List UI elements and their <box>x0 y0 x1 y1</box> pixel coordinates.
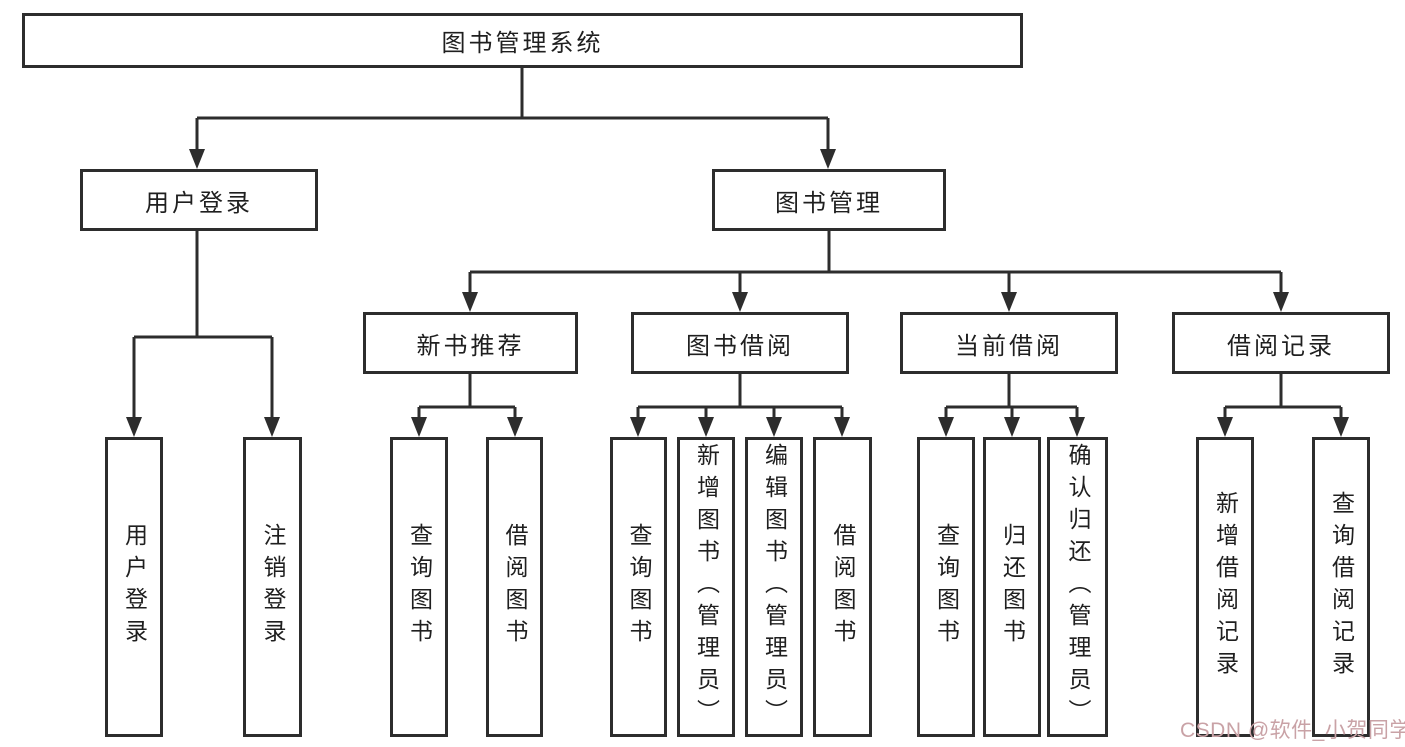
leaf-query-books-borrow: 查询图书 <box>610 437 667 737</box>
node-library-management-system: 图书管理系统 <box>22 13 1023 68</box>
leaf-logout: 注销登录 <box>243 437 302 737</box>
node-label: 用户登录 <box>121 523 148 651</box>
node-label: 图书管理 <box>775 189 883 217</box>
node-label: 查询图书 <box>626 523 652 651</box>
node-book-borrowing: 图书借阅 <box>631 312 849 374</box>
node-user-login: 用户登录 <box>80 169 318 231</box>
node-label: 查询借阅记录 <box>1328 491 1355 683</box>
leaf-borrow-books-recommend: 借阅图书 <box>486 437 543 737</box>
leaf-borrow-books: 借阅图书 <box>813 437 872 737</box>
node-label: 借阅记录 <box>1227 332 1335 360</box>
node-label: 归还图书 <box>999 523 1026 651</box>
node-label: 确认归还（管理员） <box>1065 443 1091 731</box>
leaf-add-books-admin: 新增图书（管理员） <box>677 437 735 737</box>
node-label: 新增图书（管理员） <box>693 443 720 731</box>
node-label: 注销登录 <box>260 523 286 651</box>
leaf-return-books: 归还图书 <box>983 437 1041 737</box>
leaf-query-borrow-record: 查询借阅记录 <box>1312 437 1370 737</box>
node-label: 查询图书 <box>406 523 433 651</box>
leaf-confirm-return-admin: 确认归还（管理员） <box>1047 437 1108 737</box>
leaf-query-books-recommend: 查询图书 <box>390 437 448 737</box>
node-book-management: 图书管理 <box>712 169 946 231</box>
leaf-query-books-current: 查询图书 <box>917 437 975 737</box>
leaf-add-borrow-record: 新增借阅记录 <box>1196 437 1254 737</box>
node-current-borrowing: 当前借阅 <box>900 312 1118 374</box>
node-label: 图书管理系统 <box>441 30 604 57</box>
node-label: 查询图书 <box>933 523 960 651</box>
node-label: 用户登录 <box>145 189 253 217</box>
watermark: CSDN @软件_小贺同学 <box>1180 719 1405 742</box>
node-label: 当前借阅 <box>955 332 1063 360</box>
node-label: 借阅图书 <box>830 523 856 651</box>
node-label: 借阅图书 <box>502 523 528 651</box>
leaf-user-login: 用户登录 <box>105 437 163 737</box>
node-borrowing-records: 借阅记录 <box>1172 312 1390 374</box>
node-label: 编辑图书（管理员） <box>761 443 788 731</box>
node-label: 新书推荐 <box>416 332 525 360</box>
node-new-book-recommend: 新书推荐 <box>363 312 578 374</box>
node-label: 新增借阅记录 <box>1212 491 1239 683</box>
node-label: 图书借阅 <box>686 332 794 360</box>
leaf-edit-books-admin: 编辑图书（管理员） <box>745 437 803 737</box>
